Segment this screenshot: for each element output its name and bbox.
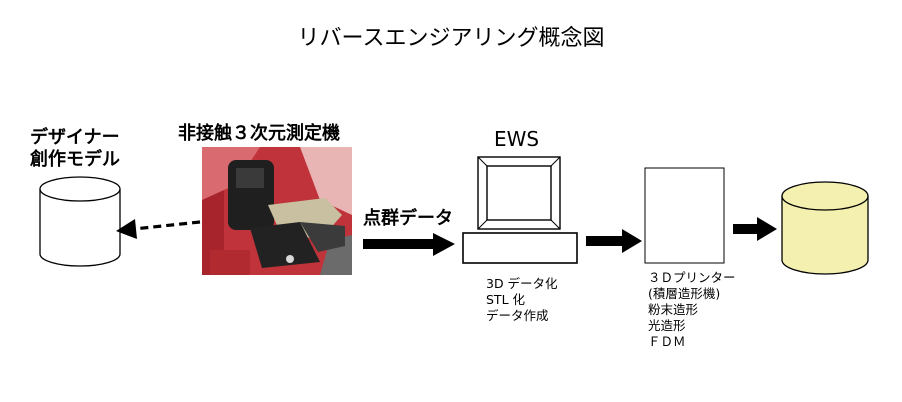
arrow-point-cloud — [363, 233, 455, 256]
printer-box — [644, 167, 725, 264]
printer-note: 光造形 — [648, 318, 686, 333]
ews-note: STL 化 — [486, 292, 526, 307]
designer-model-line1: デザイナー — [30, 127, 120, 148]
printer-note: ３Ｄプリンター — [648, 270, 736, 285]
ews-note: 3D データ化 — [486, 276, 558, 291]
designer-model-label: デザイナー 創作モデル — [30, 127, 120, 171]
ews-notes: 3D データ化 STL 化 データ作成 — [486, 276, 558, 324]
printer-note: 粉末造形 — [648, 302, 699, 317]
arrow-to-printer — [586, 229, 642, 253]
arrow-to-output — [733, 217, 777, 241]
point-cloud-label: 点群データ — [363, 208, 453, 229]
ews-label: EWS — [494, 127, 540, 151]
ews-note: データ作成 — [486, 308, 549, 323]
diagram-title: リバースエンジアリング概念図 — [297, 26, 605, 51]
scanner-label: 非接触３次元測定機 — [178, 123, 340, 144]
ews-computer — [462, 156, 578, 264]
designer-model-cylinder — [39, 176, 121, 267]
designer-model-line2: 創作モデル — [30, 149, 120, 170]
printer-notes: ３Ｄプリンター (積層造形機) 粉末造形 光造形 ＦＤＭ — [648, 270, 736, 350]
dashed-arrow-left — [116, 219, 201, 239]
printer-note: ＦＤＭ — [648, 334, 686, 349]
printer-note: (積層造形機) — [648, 286, 721, 301]
output-model-cylinder — [781, 181, 869, 275]
scanner-photo — [202, 147, 352, 275]
